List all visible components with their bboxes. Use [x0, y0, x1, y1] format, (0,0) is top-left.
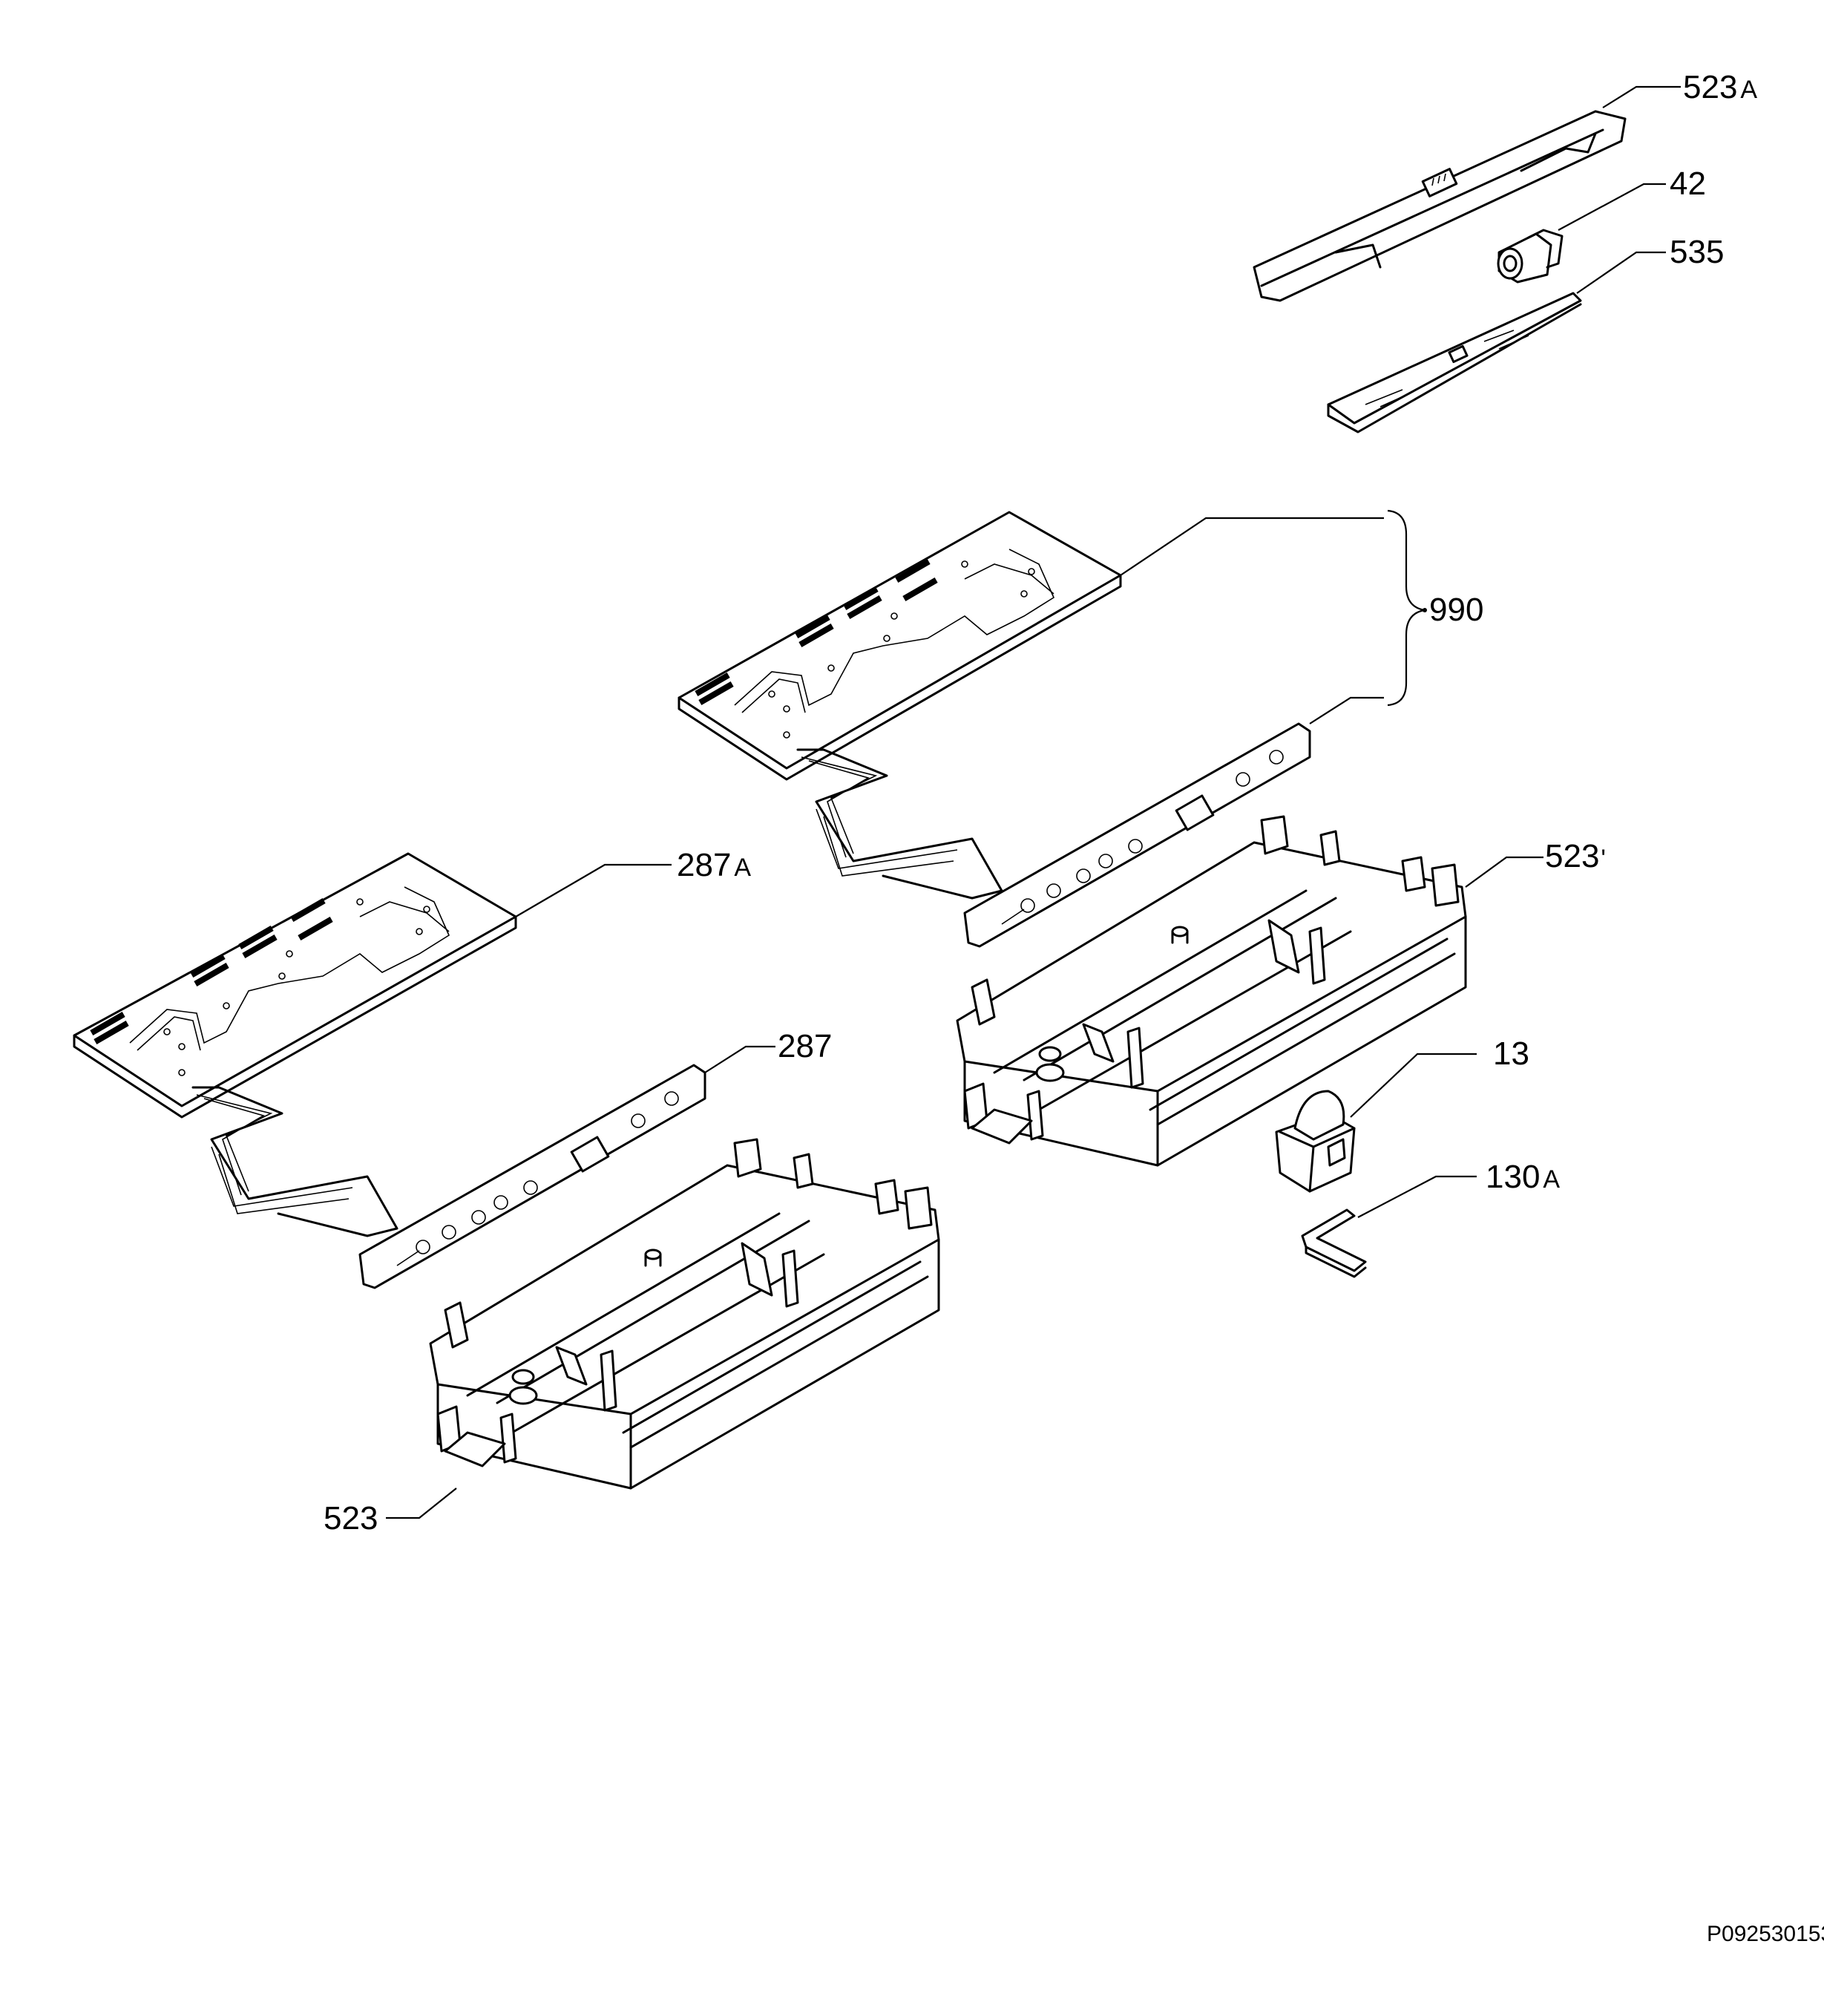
label-42: 42 — [1670, 166, 1706, 202]
label-523-lower: 523 — [324, 1500, 378, 1536]
label-13: 13 — [1493, 1035, 1529, 1072]
label-535: 535 — [1670, 234, 1724, 270]
part-287A-display-pcb — [73, 852, 517, 1237]
part-523-lower-housing — [429, 1138, 940, 1490]
part-130A-bracket — [1301, 1208, 1367, 1278]
part-523A-cover — [1253, 110, 1627, 302]
part-535-bracket — [1327, 292, 1582, 433]
reference-code: P09253015323 — [1707, 1922, 1824, 1946]
leader-lines — [386, 85, 1681, 1519]
part-13-switch — [1275, 1090, 1356, 1193]
part-upper-display-pcb — [678, 511, 1311, 948]
part-42-knob — [1497, 229, 1564, 284]
label-287: 287 — [778, 1028, 832, 1064]
part-523-upper-housing — [956, 815, 1467, 1167]
part-287-button-board — [358, 1064, 706, 1289]
label-523-upper: 523' — [1545, 838, 1606, 874]
label-990: 990 — [1429, 592, 1483, 628]
